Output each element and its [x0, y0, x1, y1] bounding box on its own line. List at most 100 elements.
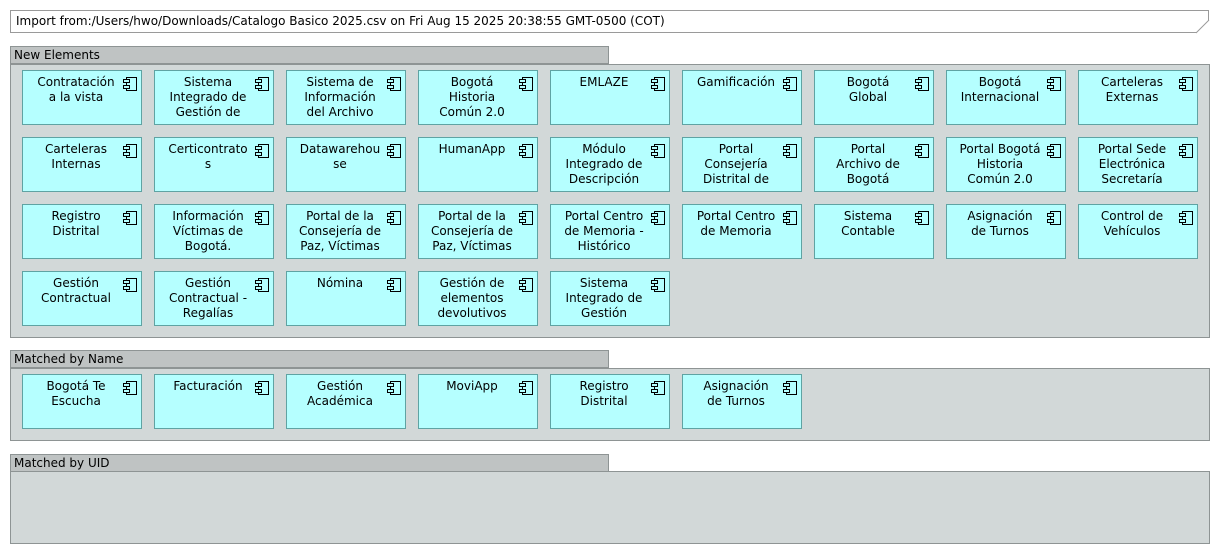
component-icon [519, 210, 533, 225]
component-label: Portal Archivo de Bogotá [836, 142, 900, 186]
import-note-text: Import from:/Users/hwo/Downloads/Catalog… [16, 14, 665, 28]
component-icon [915, 210, 929, 225]
component-element[interactable]: Portal Bogotá Historia Común 2.0 [946, 137, 1066, 192]
component-element[interactable]: Asignación de Turnos [946, 204, 1066, 259]
component-label: Contratación a la vista [37, 75, 115, 104]
component-element[interactable]: Control de Vehículos [1078, 204, 1198, 259]
component-element[interactable]: Bogotá Historia Común 2.0 [418, 70, 538, 125]
component-label: Módulo Integrado de Descripción [565, 142, 643, 186]
component-label: MoviApp [446, 379, 498, 393]
component-element[interactable]: Sistema Integrado de Gestión de [154, 70, 274, 125]
component-element[interactable]: Portal de la Consejería de Paz, Víctimas [286, 204, 406, 259]
component-element[interactable]: Portal Centro de Memoria [682, 204, 802, 259]
component-label: Portal de la Consejería de Paz, Víctimas [430, 209, 514, 253]
component-icon [123, 76, 137, 91]
component-icon [651, 277, 665, 292]
component-icon [1047, 210, 1061, 225]
component-icon [651, 143, 665, 158]
component-label: Control de Vehículos [1100, 209, 1164, 238]
component-label: Sistema Integrado de Gestión de [169, 75, 247, 119]
component-element[interactable]: Bogotá Global [814, 70, 934, 125]
component-icon [1179, 76, 1193, 91]
component-element[interactable]: Sistema de Información del Archivo [286, 70, 406, 125]
component-icon [387, 76, 401, 91]
component-label: Certicontrato s [168, 142, 248, 171]
component-element[interactable]: Gamificación [682, 70, 802, 125]
component-element[interactable]: MoviApp [418, 374, 538, 429]
group-matched-by-name-title[interactable]: Matched by Name [10, 350, 609, 368]
component-element[interactable]: Bogotá Internacional [946, 70, 1066, 125]
component-element[interactable]: Gestión Contractual [22, 271, 142, 326]
component-icon [651, 380, 665, 395]
component-label: Asignación de Turnos [967, 209, 1033, 238]
component-icon [123, 143, 137, 158]
component-label: Gestión Contractual [41, 276, 111, 305]
component-label: Sistema Integrado de Gestión [565, 276, 643, 320]
component-icon [519, 143, 533, 158]
component-icon [1179, 210, 1193, 225]
component-element[interactable]: Sistema Integrado de Gestión [550, 271, 670, 326]
component-icon [255, 277, 269, 292]
component-icon [519, 380, 533, 395]
import-note[interactable]: Import from:/Users/hwo/Downloads/Catalog… [10, 10, 1209, 33]
component-element[interactable]: Gestión Académica [286, 374, 406, 429]
component-label: Nómina [316, 276, 364, 290]
component-label: Sistema Contable [841, 209, 895, 238]
component-icon [387, 277, 401, 292]
component-element[interactable]: Contratación a la vista [22, 70, 142, 125]
component-element[interactable]: Datawarehou se [286, 137, 406, 192]
component-icon [783, 143, 797, 158]
component-element[interactable]: Bogotá Te Escucha [22, 374, 142, 429]
component-element[interactable]: HumanApp [418, 137, 538, 192]
component-label: Gestión Académica [307, 379, 373, 408]
component-element[interactable]: Información Víctimas de Bogotá. [154, 204, 274, 259]
component-label: Gestión Contractual - Regalías [168, 276, 248, 320]
component-icon [387, 210, 401, 225]
component-element[interactable]: Portal Sede Electrónica Secretaría [1078, 137, 1198, 192]
component-label: Portal Sede Electrónica Secretaría [1097, 142, 1167, 186]
component-icon [783, 380, 797, 395]
group-new-elements-title[interactable]: New Elements [10, 46, 609, 64]
component-label: Portal Centro de Memoria [696, 209, 776, 238]
component-element[interactable]: Certicontrato s [154, 137, 274, 192]
component-element[interactable]: Registro Distrital [22, 204, 142, 259]
component-element[interactable]: Asignación de Turnos [682, 374, 802, 429]
component-label: Bogotá Global [846, 75, 890, 104]
component-icon [783, 210, 797, 225]
component-icon [651, 210, 665, 225]
component-icon [255, 143, 269, 158]
component-label: Carteleras Externas [1100, 75, 1163, 104]
component-element[interactable]: Carteleras Internas [22, 137, 142, 192]
component-element[interactable]: Módulo Integrado de Descripción [550, 137, 670, 192]
component-icon [1179, 143, 1193, 158]
component-element[interactable]: Nómina [286, 271, 406, 326]
group-matched-by-uid-title[interactable]: Matched by UID [10, 454, 609, 472]
component-icon [1047, 76, 1061, 91]
component-element[interactable]: Gestión de elementos devolutivos [418, 271, 538, 326]
component-label: Facturación [173, 379, 243, 393]
component-icon [387, 380, 401, 395]
component-icon [255, 76, 269, 91]
component-element[interactable]: Portal Centro de Memoria - Histórico [550, 204, 670, 259]
component-element[interactable]: Portal de la Consejería de Paz, Víctimas [418, 204, 538, 259]
component-label: Registro Distrital [51, 209, 101, 238]
component-label: Portal de la Consejería de Paz, Víctimas [298, 209, 382, 253]
component-element[interactable]: Portal Consejería Distrital de [682, 137, 802, 192]
component-element[interactable]: Carteleras Externas [1078, 70, 1198, 125]
component-label: Sistema de Información del Archivo [304, 75, 376, 119]
component-element[interactable]: Gestión Contractual - Regalías [154, 271, 274, 326]
component-label: Bogotá Internacional [960, 75, 1040, 104]
component-element[interactable]: EMLAZE [550, 70, 670, 125]
component-element[interactable]: Sistema Contable [814, 204, 934, 259]
component-icon [1047, 143, 1061, 158]
component-label: Gamificación [696, 75, 776, 89]
component-element[interactable]: Portal Archivo de Bogotá [814, 137, 934, 192]
component-element[interactable]: Registro Distrital [550, 374, 670, 429]
group-matched-by-name-body[interactable]: Bogotá Te Escucha Facturación Gestión Acad… [10, 368, 1210, 441]
component-element[interactable]: Facturación [154, 374, 274, 429]
component-icon [123, 210, 137, 225]
component-label: Carteleras Internas [44, 142, 107, 171]
component-icon [651, 76, 665, 91]
group-matched-by-uid-body[interactable] [10, 471, 1210, 544]
